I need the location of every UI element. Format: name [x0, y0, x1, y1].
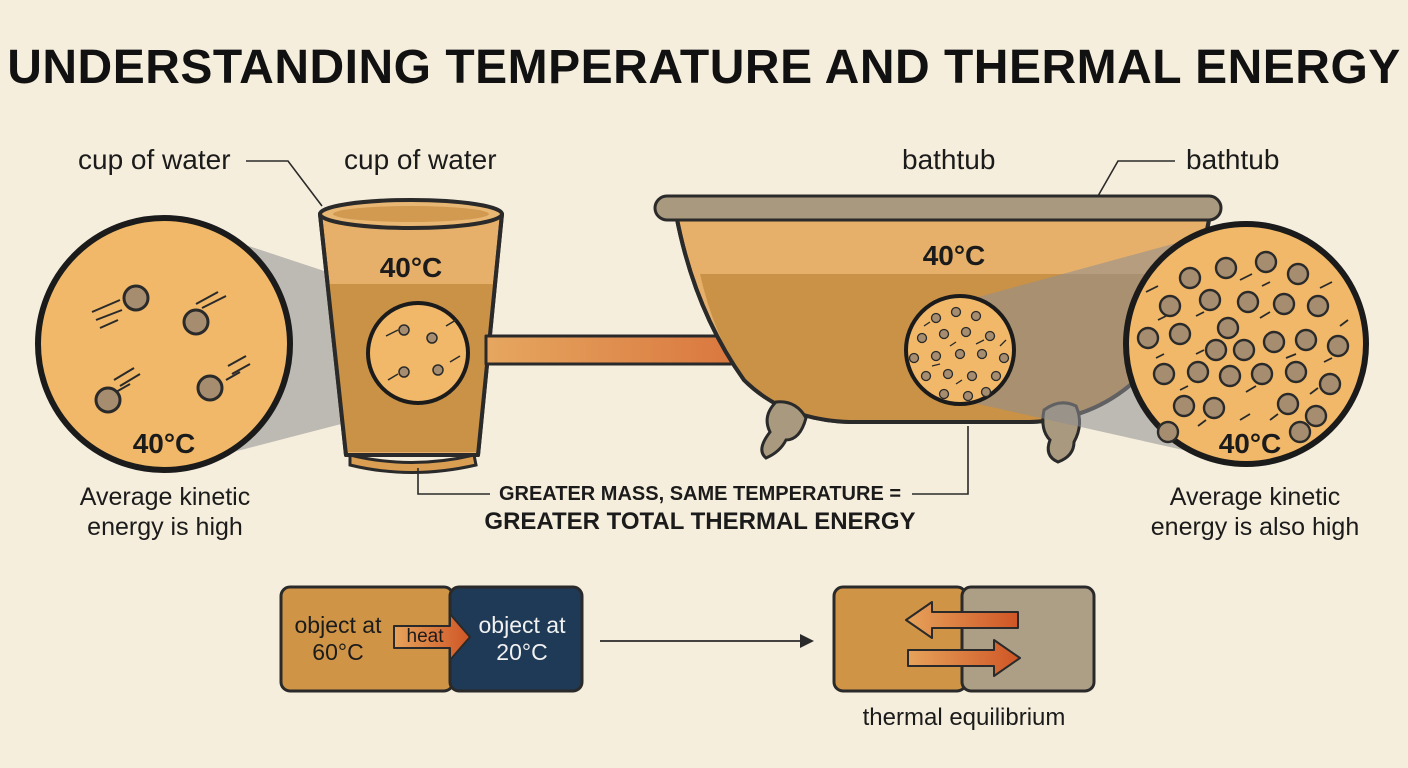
- equilibrium-warm-box: [832, 585, 968, 693]
- cup-zoom-particles: [91, 284, 251, 414]
- comparison-bracket-right: [912, 426, 969, 495]
- equilibrium-arrow-left: [905, 601, 1019, 639]
- hot-object-label: object at 60°C: [294, 612, 382, 665]
- cup-label: cup of water: [344, 144, 497, 175]
- comparison-line-1: GREATER MASS, SAME TEMPERATURE =: [498, 483, 902, 505]
- result-arrowhead: [800, 634, 814, 648]
- cup-temperature: 40°C: [379, 252, 443, 283]
- equilibrium-gray-box: [960, 585, 1096, 693]
- bathtub-callout-line: [1097, 160, 1175, 197]
- cold-object-label: object at 20°C: [478, 612, 566, 665]
- bathtub-zoom-circle: [1123, 221, 1369, 467]
- cup-small-zoom-circle: [366, 301, 470, 405]
- comparison-bracket-left: [417, 468, 490, 495]
- heat-arrow: [393, 613, 471, 661]
- cup-zoom-temperature: 40°C: [132, 428, 196, 459]
- equilibrium-arrow-right: [907, 639, 1021, 677]
- thermal-equilibrium-label: thermal equilibrium: [862, 704, 1066, 731]
- bathtub-small-zoom-circle: [904, 294, 1016, 406]
- bathtub-callout-label: bathtub: [1186, 144, 1280, 175]
- heat-arrow-label: heat: [406, 626, 444, 647]
- bathtub-temperature: 40°C: [922, 240, 986, 271]
- bathtub-zoom-temperature: 40°C: [1218, 428, 1282, 459]
- cup-zoom-circle: [35, 215, 293, 473]
- comparison-statement: GREATER MASS, SAME TEMPERATURE = GREATER…: [440, 480, 960, 536]
- bathtub-label: bathtub: [902, 144, 996, 175]
- comparison-line-2: GREATER TOTAL THERMAL ENERGY: [484, 508, 916, 535]
- bathtub-caption: Average kinetic energy is also high: [1150, 483, 1360, 541]
- cup-caption: Average kinetic energy is high: [79, 483, 251, 541]
- cup-callout-line: [246, 160, 323, 207]
- cup-callout-label: cup of water: [78, 144, 231, 175]
- page-title: UNDERSTANDING TEMPERATURE AND THERMAL EN…: [7, 41, 1401, 94]
